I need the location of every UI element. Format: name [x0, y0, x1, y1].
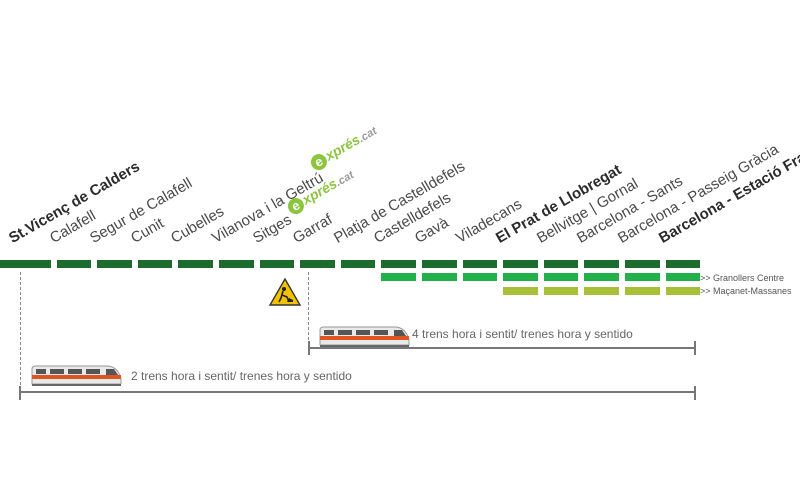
main-line-segment — [422, 260, 457, 268]
main-line-segment — [16, 260, 51, 268]
granollers-line-segment — [625, 273, 660, 281]
main-line-segment — [381, 260, 416, 268]
main-line-segment — [300, 260, 335, 268]
macanet-line-segment — [543, 287, 579, 295]
main-line-segment — [665, 260, 701, 268]
bracket-tick-lower-left — [19, 386, 21, 400]
macanet-line-segment — [665, 287, 701, 295]
guide-st-vicenc — [20, 272, 21, 390]
frequency-bracket-lower — [20, 391, 696, 393]
train-icon-lower — [31, 365, 122, 386]
macanet-line-segment — [503, 287, 538, 295]
guide-garraf — [308, 272, 309, 340]
main-line-segment — [137, 260, 173, 268]
station-label: Garraf — [290, 210, 336, 247]
granollers-line-segment — [462, 273, 498, 281]
train-icon-upper — [319, 326, 410, 347]
express-badge-vilanova: exprés.cat — [308, 122, 380, 173]
main-line-segment — [219, 260, 254, 268]
granollers-line-segment — [543, 273, 579, 281]
frequency-bracket-upper — [309, 347, 696, 349]
roadworks-warning-icon — [269, 278, 301, 306]
bracket-tick-lower-right — [694, 386, 696, 400]
granollers-line-segment — [503, 273, 538, 281]
branch-label-granollers: >> Granollers Centre — [700, 273, 785, 283]
macanet-line-segment — [584, 287, 619, 295]
main-line-segment — [259, 260, 295, 268]
main-line-segment — [340, 260, 376, 268]
granollers-line-segment — [665, 273, 701, 281]
main-line-segment — [97, 260, 132, 268]
frequency-text-upper: 4 trens hora i sentit/ trenes hora y sen… — [412, 327, 633, 341]
main-line-segment — [543, 260, 579, 268]
bracket-tick-upper-left — [308, 341, 310, 355]
frequency-text-lower: 2 trens hora i sentit/ trenes hora y sen… — [131, 369, 352, 383]
main-line-segment — [625, 260, 660, 268]
main-line-segment — [0, 260, 16, 268]
main-line-segment — [56, 260, 92, 268]
macanet-line-segment — [625, 287, 660, 295]
granollers-line-segment — [381, 273, 416, 281]
main-line-segment — [178, 260, 213, 268]
bracket-tick-upper-right — [694, 341, 696, 355]
main-line-segment — [584, 260, 619, 268]
branch-label-macanet: >> Maçanet-Massanes — [700, 286, 792, 296]
granollers-line-segment — [584, 273, 619, 281]
granollers-line-segment — [422, 273, 457, 281]
main-line-segment — [462, 260, 498, 268]
main-line-segment — [503, 260, 538, 268]
